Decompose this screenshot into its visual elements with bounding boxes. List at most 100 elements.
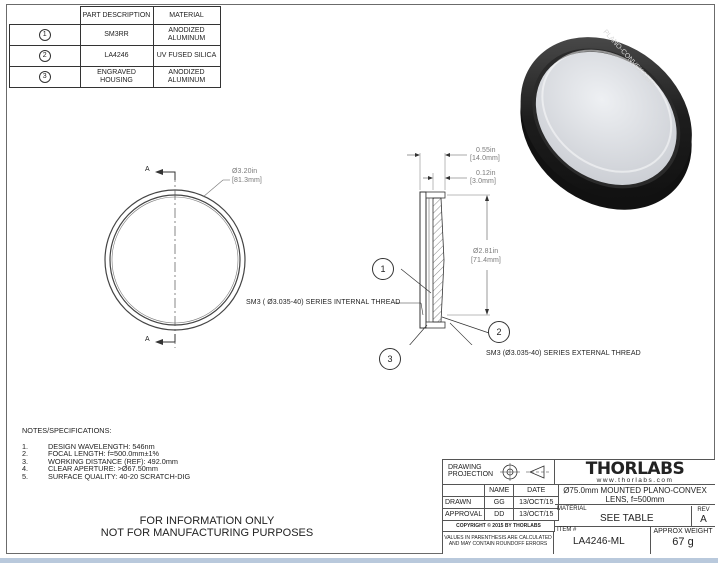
callout-number: 3 bbox=[38, 71, 51, 83]
sheet-border-right bbox=[714, 4, 715, 554]
callout-balloon-1: 1 bbox=[372, 258, 394, 280]
approval-header-blank bbox=[443, 484, 486, 497]
parts-row-num-cell: 2 bbox=[9, 45, 81, 67]
section-label-bottom: A bbox=[145, 336, 150, 343]
material-line: ALUMINUM bbox=[167, 35, 206, 42]
title-block: DRAWING PROJECTION THORLABS www.thorlabs… bbox=[442, 459, 715, 554]
parts-row-description: LA4246 bbox=[79, 45, 154, 67]
callout-number: 2 bbox=[38, 50, 51, 62]
parts-header-description: PART DESCRIPTION bbox=[79, 6, 154, 25]
drawn-name: GG bbox=[484, 496, 515, 509]
notes-item: 4. CLEAR APERTURE: >Ø67.50mm bbox=[22, 465, 190, 473]
website-text: www.thorlabs.com bbox=[596, 477, 674, 484]
sheet-border-bottom bbox=[6, 553, 715, 554]
approval-date: 13/OCT/15 bbox=[513, 508, 560, 521]
dim-height-mm: [71.4mm] bbox=[471, 257, 501, 264]
material-line: ANODIZED bbox=[168, 69, 205, 76]
notes-item-num: 2. bbox=[22, 449, 29, 459]
brand-cell: THORLABS www.thorlabs.com bbox=[555, 460, 715, 485]
weight-cell: APPROX WEIGHT 67 g bbox=[651, 527, 715, 554]
description-line: HOUSING bbox=[100, 77, 133, 84]
notes-item-num: 1. bbox=[22, 441, 29, 451]
external-thread-label: SM3 (Ø3.035-40) SERIES EXTERNAL THREAD bbox=[486, 350, 641, 357]
dim-thickness-in: 0.55in bbox=[476, 147, 496, 154]
approval-header-row: NAME DATE bbox=[443, 484, 560, 497]
parts-row-material: UV FUSED SILICA bbox=[152, 45, 221, 67]
parts-header-material: MATERIAL bbox=[152, 6, 221, 25]
drawn-label: DRAWN bbox=[443, 496, 486, 509]
parts-row-description: SM3RR bbox=[79, 24, 154, 46]
col-name: NAME bbox=[484, 484, 515, 497]
front-diameter-mm: [81.3mm] bbox=[232, 177, 262, 184]
approval-row: APPROVAL DD 13/OCT/15 bbox=[443, 508, 560, 521]
values-note-cell: VALUES IN PARENTHESIS ARE CALCULATED AND… bbox=[443, 532, 554, 554]
notes-item: 2. FOCAL LENGTH: f=500.0mm±1% bbox=[22, 450, 190, 458]
drawn-date: 13/OCT/15 bbox=[513, 496, 560, 509]
parts-row-num-cell: 3 bbox=[9, 66, 81, 88]
projection-label-line-1: DRAWING bbox=[448, 464, 482, 471]
side-section-view bbox=[395, 153, 490, 345]
notes-item: 1. DESIGN WAVELENGTH: 546nm bbox=[22, 441, 190, 451]
notes-item-num: 4. bbox=[22, 464, 29, 474]
front-diameter-in: Ø3.20in bbox=[232, 168, 258, 175]
item-value: LA4246-ML bbox=[573, 536, 625, 547]
sheet-border-left bbox=[6, 4, 7, 554]
window-bottom-strip bbox=[0, 558, 718, 563]
material-line: ALUMINUM bbox=[167, 77, 206, 84]
parts-table-header: PART DESCRIPTION MATERIAL bbox=[9, 6, 221, 25]
item-label: ITEM # bbox=[557, 527, 577, 533]
description-line: ENGRAVED bbox=[97, 69, 136, 76]
lens-3d-render: PLANO-CONVEX LENS bbox=[520, 29, 692, 210]
thorlabs-logo: THORLABS bbox=[585, 459, 685, 479]
dim-height-in: Ø2.81in bbox=[473, 248, 499, 255]
col-date: DATE bbox=[513, 484, 560, 497]
copyright-cell: COPYRIGHT © 2015 BY THORLABS bbox=[443, 521, 555, 532]
rev-label: REV bbox=[697, 507, 710, 513]
parts-table: PART DESCRIPTION MATERIAL 1 SM3RR ANODIZ… bbox=[9, 6, 221, 88]
material-cell: MATERIAL SEE TABLE bbox=[555, 506, 692, 527]
callout-balloon-3: 3 bbox=[379, 348, 401, 370]
dim-lens-in: 0.12in bbox=[476, 170, 496, 177]
weight-label: APPROX WEIGHT bbox=[653, 528, 713, 535]
values-note-line-1: VALUES IN PARENTHESIS ARE CALCULATED bbox=[444, 535, 552, 541]
dim-lens-mm: [3.0mm] bbox=[470, 178, 496, 185]
copyright-text: COPYRIGHT © 2015 BY THORLABS bbox=[456, 523, 541, 529]
item-cell: ITEM # LA4246-ML bbox=[555, 527, 651, 554]
notes-item-text: SURFACE QUALITY: 40-20 SCRATCH-DIG bbox=[48, 471, 191, 481]
projection-label-line-2: PROJECTION bbox=[448, 471, 494, 478]
sheet-border-top bbox=[6, 4, 715, 5]
projection-label: DRAWING PROJECTION bbox=[448, 464, 493, 478]
notes-item-num: 3. bbox=[22, 456, 29, 466]
notes-item-text: WORKING DISTANCE (REF): 492.0mm bbox=[48, 456, 179, 466]
values-note-line-2: AND MAY CONTAIN ROUNDOFF ERRORS bbox=[448, 541, 548, 547]
material-label: MATERIAL bbox=[557, 506, 587, 512]
third-angle-projection-icon bbox=[500, 463, 550, 481]
notes-specifications: NOTES/SPECIFICATIONS: 1. DESIGN WAVELENGT… bbox=[22, 427, 190, 481]
notes-item: 3. WORKING DISTANCE (REF): 492.0mm bbox=[22, 458, 190, 466]
drawn-row: DRAWN GG 13/OCT/15 bbox=[443, 496, 560, 509]
parts-row-num-cell: 1 bbox=[9, 24, 81, 46]
approval-name: DD bbox=[484, 508, 515, 521]
notes-item-text: FOCAL LENGTH: f=500.0mm±1% bbox=[48, 449, 159, 459]
notes-item-num: 5. bbox=[22, 471, 29, 481]
notes-item-text: DESIGN WAVELENGTH: 546nm bbox=[48, 441, 155, 451]
section-label-top: A bbox=[145, 166, 150, 173]
disclaimer-line-2: NOT FOR MANUFACTURING PURPOSES bbox=[100, 526, 314, 539]
internal-thread-label: SM3 ( Ø3.035-40) SERIES INTERNAL THREAD bbox=[246, 299, 401, 306]
description-line-2: LENS, f=500mm bbox=[605, 494, 665, 504]
notes-title: NOTES/SPECIFICATIONS: bbox=[22, 426, 112, 435]
description-line-1: Ø75.0mm MOUNTED PLANO-CONVEX bbox=[563, 486, 707, 495]
weight-value: 67 g bbox=[672, 536, 694, 548]
projection-cell: DRAWING PROJECTION bbox=[443, 460, 555, 485]
notes-item: 5. SURFACE QUALITY: 40-20 SCRATCH-DIG bbox=[22, 473, 190, 481]
material-line: ANODIZED bbox=[168, 27, 205, 34]
rev-value: A bbox=[700, 514, 707, 525]
approval-label: APPROVAL bbox=[443, 508, 486, 521]
notes-item-text: CLEAR APERTURE: >Ø67.50mm bbox=[48, 464, 158, 474]
